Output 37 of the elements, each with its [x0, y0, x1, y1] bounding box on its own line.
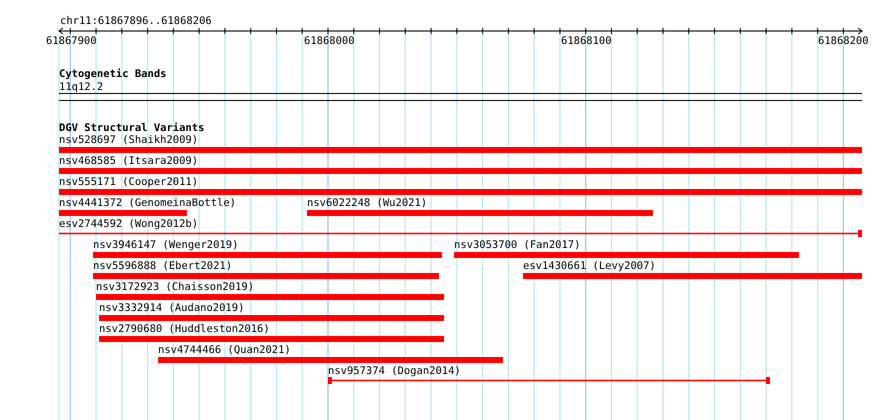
- tick-label: 61868200: [818, 35, 869, 47]
- region-title: chr11:61867896..61868206: [60, 15, 212, 27]
- variant-feature: [454, 239, 799, 259]
- variant-label: nsv555171 (Cooper2011): [59, 176, 198, 188]
- variant-label: nsv468585 (Itsara2009): [59, 155, 198, 167]
- variant-label: esv1430661 (Levy2007): [523, 260, 656, 272]
- variant-feature: [96, 281, 444, 301]
- variant-feature: [523, 260, 862, 280]
- variant-feature: [59, 176, 862, 196]
- variant-feature: [158, 344, 503, 364]
- variant-feature: [93, 239, 442, 259]
- band-label: 11q12.2: [59, 81, 104, 93]
- track-heading: DGV Structural Variants: [59, 122, 204, 134]
- variant-label: nsv528697 (Shaikh2009): [59, 134, 198, 146]
- variant-label: nsv3332914 (Audano2019): [99, 302, 244, 314]
- variant-label: nsv2790680 (Huddleston2016): [99, 323, 270, 335]
- variant-feature: [59, 155, 862, 175]
- variant-feature: [307, 197, 653, 217]
- variant-label: nsv6022248 (Wu2021): [307, 197, 428, 209]
- tick-label: 61867900: [46, 35, 97, 47]
- variant-feature: [328, 365, 770, 387]
- variant-feature: [93, 260, 439, 280]
- variant-feature: [99, 323, 444, 343]
- tick-label: 61868100: [561, 35, 612, 47]
- variant-label: nsv3172923 (Chaisson2019): [96, 281, 254, 293]
- variant-label: esv2744592 (Wong2012b): [59, 218, 198, 230]
- variant-label: nsv3053700 (Fan2017): [454, 239, 580, 251]
- variant-feature: [59, 134, 862, 154]
- variant-label: nsv4744466 (Quan2021): [158, 344, 291, 356]
- variant-label: nsv3946147 (Wenger2019): [93, 239, 238, 251]
- variant-label: nsv5596888 (Ebert2021): [93, 260, 232, 272]
- variant-label: nsv4441372 (GenomeinaBottle): [59, 197, 236, 209]
- variant-feature: [99, 302, 444, 322]
- tick-label: 61868000: [304, 35, 355, 47]
- variant-label: nsv957374 (Dogan2014): [328, 365, 461, 377]
- track-heading: Cytogenetic Bands: [59, 68, 166, 80]
- variant-feature: [59, 218, 862, 240]
